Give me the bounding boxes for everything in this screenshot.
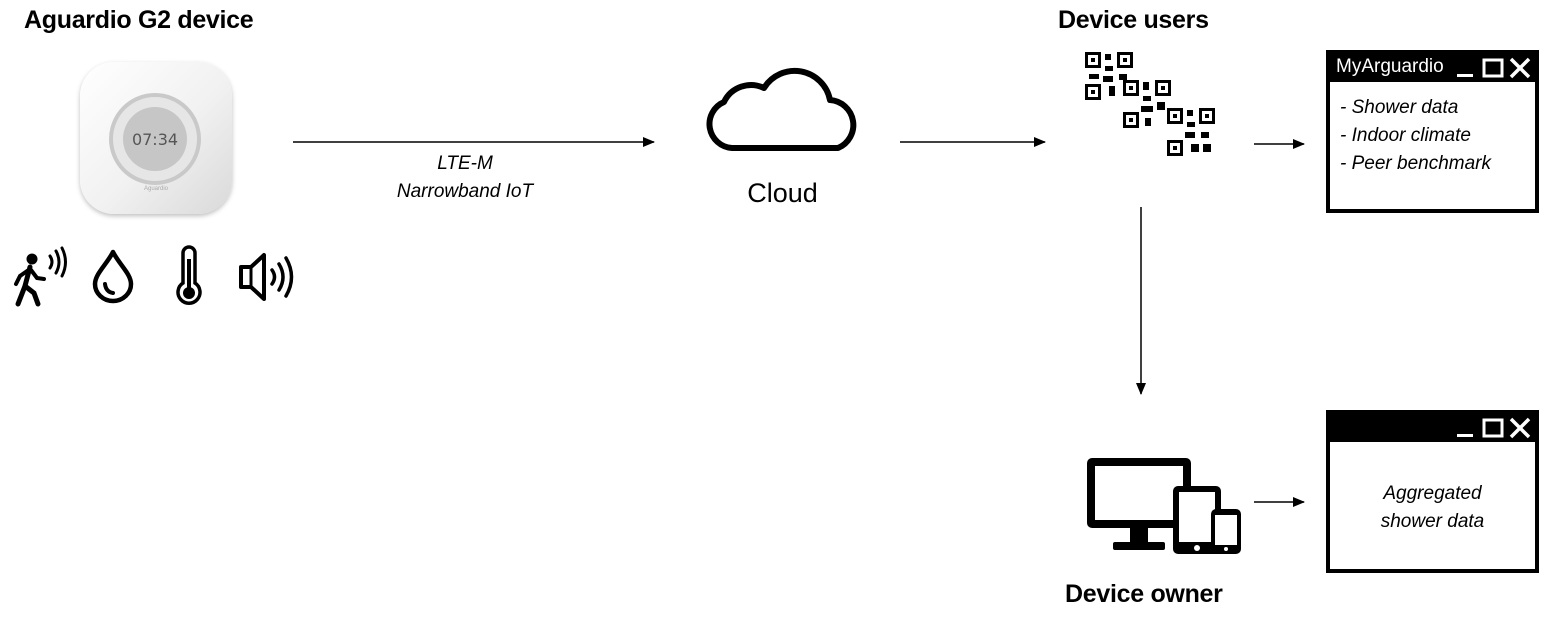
connection-line2: Narrowband IoT xyxy=(396,181,534,202)
device-display: 07:34 xyxy=(109,93,201,185)
device-users-title: Device users xyxy=(1058,6,1209,34)
device-screen: 07:34 xyxy=(123,107,187,171)
qr-code-3 xyxy=(1167,108,1215,156)
owner-window-line1: Aggregated xyxy=(1383,483,1482,504)
phone-icon xyxy=(1211,509,1241,554)
cloud-label: Cloud xyxy=(747,178,818,208)
tablet-icon xyxy=(1173,486,1221,554)
device-clock: 07:34 xyxy=(131,129,179,149)
speaker-icon xyxy=(239,253,294,301)
maximize-icon xyxy=(1482,58,1504,78)
myarguardio-window: MyArguardio - Shower data - Indoor clima… xyxy=(1326,50,1539,213)
devices-icon xyxy=(1087,458,1241,554)
qr-code-1 xyxy=(1085,52,1133,100)
window-titlebar xyxy=(1330,414,1535,442)
maximize-icon xyxy=(1482,418,1504,438)
qr-codes-icon xyxy=(1085,52,1215,156)
window-controls xyxy=(1457,417,1531,439)
minimize-icon xyxy=(1457,74,1473,77)
water-drop-icon xyxy=(92,249,134,304)
window-title: MyArguardio xyxy=(1336,56,1444,77)
thermometer-icon xyxy=(176,245,202,305)
connection-line1: LTE-M xyxy=(437,153,493,174)
owner-window: Aggregated shower data xyxy=(1326,410,1539,573)
window-content: - Shower data - Indoor climate - Peer be… xyxy=(1330,82,1535,178)
list-item: - Peer benchmark xyxy=(1340,153,1492,174)
cloud-icon xyxy=(706,67,857,151)
close-icon xyxy=(1509,57,1531,79)
close-icon xyxy=(1509,417,1531,439)
window-controls xyxy=(1457,57,1531,79)
qr-code-2 xyxy=(1123,80,1171,128)
device-brand: Aguardio xyxy=(143,186,169,192)
device-owner-title: Device owner xyxy=(1065,580,1223,608)
connection-label: LTE-M Narrowband IoT xyxy=(360,150,570,206)
list-item: - Indoor climate xyxy=(1340,125,1471,146)
list-item: - Shower data xyxy=(1340,97,1459,118)
window-content: Aggregated shower data xyxy=(1330,442,1535,536)
owner-window-line2: shower data xyxy=(1380,511,1485,532)
minimize-icon xyxy=(1457,434,1473,437)
device-title: Aguardio G2 device xyxy=(24,6,254,34)
aguardio-device: 07:34 Aguardio xyxy=(80,62,232,214)
monitor-icon xyxy=(1087,458,1191,550)
window-titlebar: MyArguardio xyxy=(1330,54,1535,82)
motion-sensor-icon xyxy=(14,246,67,307)
